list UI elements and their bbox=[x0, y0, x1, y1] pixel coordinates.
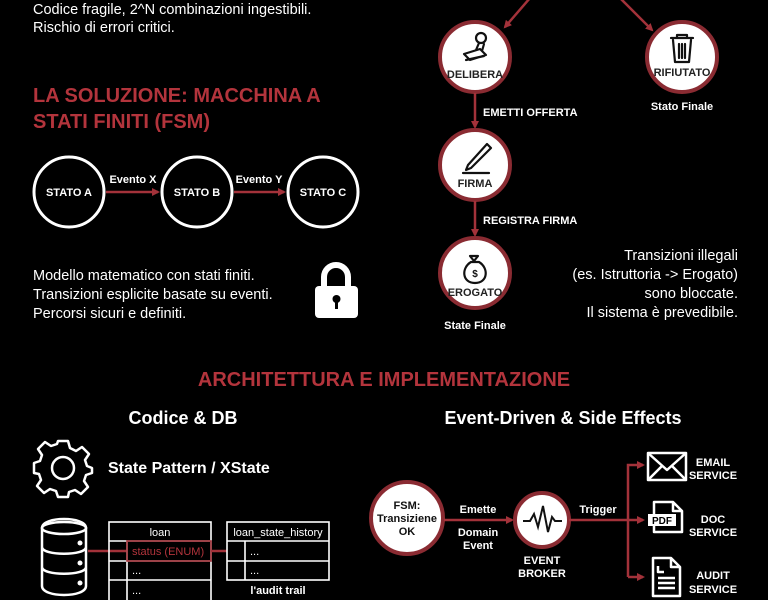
table-cell: ... bbox=[250, 565, 259, 577]
table-history: loan_state_history ... ... l'audit trail bbox=[226, 521, 330, 597]
state-label: DELIBERA bbox=[447, 69, 503, 81]
table-cell: ... bbox=[250, 546, 259, 558]
pen-icon bbox=[461, 142, 493, 175]
database-icon bbox=[40, 517, 88, 597]
state-a-label: STATO A bbox=[46, 187, 92, 199]
trigger-label: Trigger bbox=[579, 504, 617, 516]
final-state-note: State Finale bbox=[444, 320, 506, 332]
table-loan: loan status (ENUM) ... ... bbox=[108, 521, 212, 600]
emit-label: Emette bbox=[460, 504, 497, 516]
table-cell: ... bbox=[132, 585, 141, 597]
fsm-label: Transiziene bbox=[377, 513, 437, 525]
fsm-circle bbox=[369, 480, 445, 556]
state-label: RIFIUTATO bbox=[654, 67, 711, 79]
document-icon bbox=[651, 556, 682, 598]
domain-event-label: Event bbox=[463, 540, 493, 552]
gear-icon bbox=[32, 439, 94, 499]
solution-desc: Transizioni esplicite basate su eventi. bbox=[33, 287, 273, 303]
solution-desc: Percorsi sicuri e definiti. bbox=[33, 306, 186, 322]
pdf-icon: PDF bbox=[648, 500, 684, 534]
lock-icon bbox=[315, 262, 358, 318]
fsm-label: OK bbox=[399, 526, 416, 538]
table-name: loan_state_history bbox=[233, 527, 323, 539]
trash-icon bbox=[669, 33, 695, 64]
solution-desc: Modello matematico con stati finiti. bbox=[33, 268, 255, 284]
broker-label: EVENT bbox=[524, 555, 561, 567]
fsm-example: STATO A STATO B STATO C Evento X Evento … bbox=[32, 155, 360, 229]
service-label: SERVICE bbox=[689, 527, 737, 539]
events-title: Event-Driven & Side Effects bbox=[444, 408, 681, 428]
state-delibera: DELIBERA bbox=[438, 20, 512, 94]
problem-line: Rischio di errori critici. bbox=[33, 20, 175, 36]
state-c-circle bbox=[286, 155, 360, 229]
event-x-label: Evento X bbox=[109, 174, 157, 186]
service-label: EMAIL bbox=[696, 457, 731, 469]
arrow-reject bbox=[620, 0, 654, 32]
service-label: AUDIT bbox=[696, 570, 730, 582]
svg-text:PDF: PDF bbox=[652, 516, 672, 527]
state-a-circle bbox=[32, 155, 106, 229]
flow-note: (es. Istruttoria -> Erogato) bbox=[572, 267, 738, 283]
envelope-icon bbox=[646, 451, 688, 482]
state-c-label: STATO C bbox=[300, 187, 347, 199]
state-b-label: STATO B bbox=[174, 187, 221, 199]
svg-text:$: $ bbox=[472, 269, 478, 280]
service-label: SERVICE bbox=[689, 584, 737, 596]
state-label: FIRMA bbox=[458, 178, 493, 190]
stamp-icon bbox=[462, 31, 488, 62]
solution-heading: STATI FINITI (FSM) bbox=[33, 111, 210, 133]
state-b-circle bbox=[160, 155, 234, 229]
state-label: EROGATO bbox=[448, 287, 503, 299]
state-firma: FIRMA bbox=[438, 128, 512, 202]
flow-note: Il sistema è prevedibile. bbox=[586, 305, 738, 321]
transition-label: REGISTRA FIRMA bbox=[483, 215, 577, 227]
pulse-icon bbox=[523, 505, 562, 533]
problem-line: Codice fragile, 2^N combinazioni ingesti… bbox=[33, 2, 311, 18]
table-cell: status (ENUM) bbox=[132, 546, 204, 558]
pattern-label: State Pattern / XState bbox=[108, 460, 270, 477]
flow-note: sono bloccate. bbox=[644, 286, 738, 302]
architecture-heading: ARCHITETTURA E IMPLEMENTAZIONE bbox=[198, 369, 570, 391]
state-rifiutato: RIFIUTATO bbox=[645, 20, 719, 94]
state-erogato: $ EROGATO bbox=[438, 236, 512, 310]
code-db-title: Codice & DB bbox=[128, 408, 237, 428]
flow-note: Transizioni illegali bbox=[624, 248, 738, 264]
table-caption: l'audit trail bbox=[250, 585, 305, 597]
solution-heading: LA SOLUZIONE: MACCHINA A bbox=[33, 85, 321, 107]
fsm-label: FSM: bbox=[394, 500, 421, 512]
domain-event-label: Domain bbox=[458, 527, 499, 539]
table-cell: ... bbox=[132, 565, 141, 577]
event-y-label: Evento Y bbox=[236, 174, 284, 186]
branch-email bbox=[626, 461, 645, 577]
service-label: SERVICE bbox=[689, 470, 737, 482]
transition-label: EMETTI OFFERTA bbox=[483, 107, 578, 119]
broker-label: BROKER bbox=[518, 568, 566, 580]
table-name: loan bbox=[150, 527, 171, 539]
service-label: DOC bbox=[701, 514, 726, 526]
final-state-note: Stato Finale bbox=[651, 101, 713, 113]
arrow-approve bbox=[503, 0, 530, 29]
money-bag-icon bbox=[463, 254, 487, 285]
